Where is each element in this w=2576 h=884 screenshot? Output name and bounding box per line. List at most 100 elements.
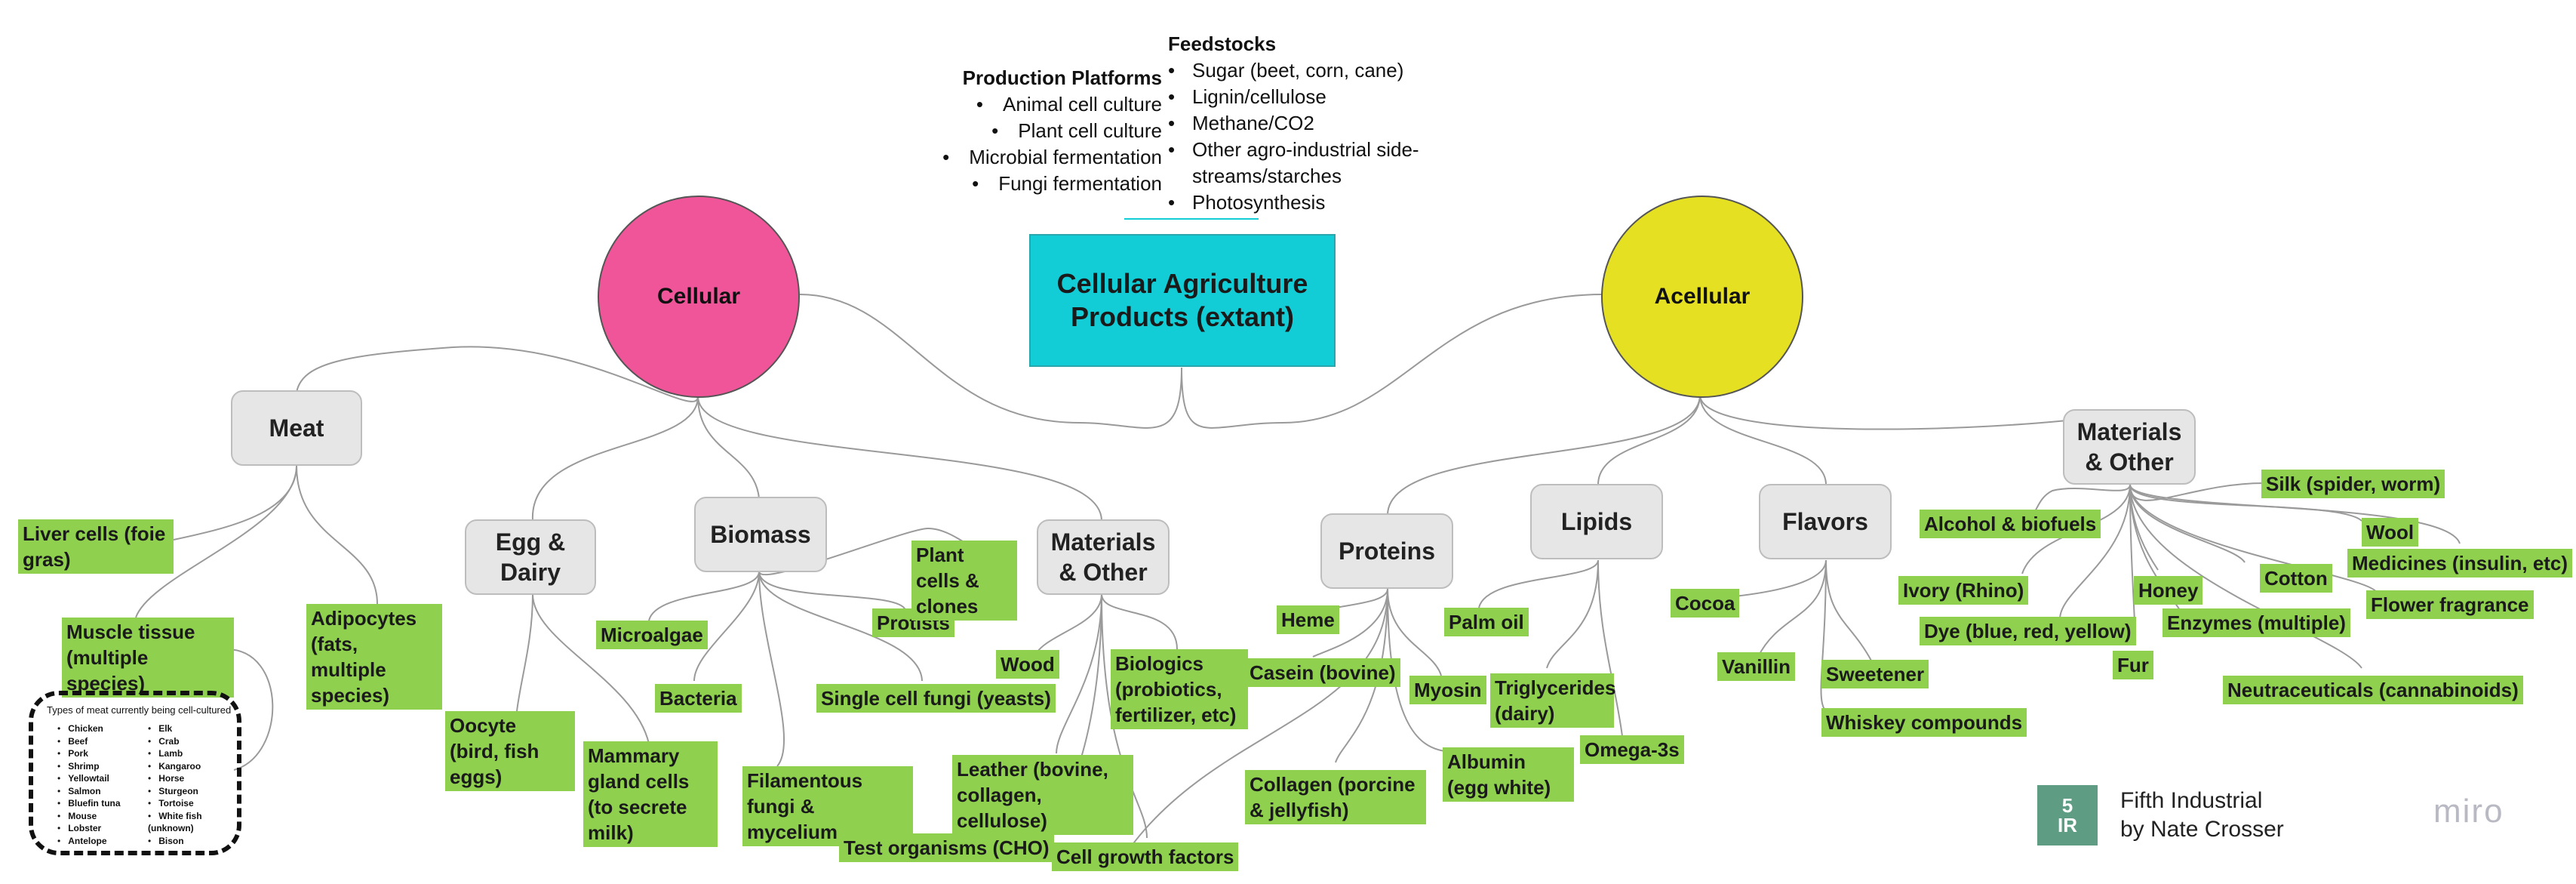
group-materials-acellular[interactable]: Materials & Other: [2063, 409, 2196, 485]
meat-type-item: Shrimp: [57, 760, 121, 773]
group-meat[interactable]: Meat: [231, 390, 362, 466]
feedstock-item: Lignin/cellulose: [1168, 84, 1455, 110]
leaf-node[interactable]: Ivory (Rhino): [1898, 576, 2029, 605]
leaf-node[interactable]: Vanillin: [1717, 652, 1796, 681]
leaf-node[interactable]: Omega-3s: [1580, 735, 1684, 764]
leaf-node[interactable]: Collagen (porcine & jellyfish): [1245, 770, 1426, 824]
group-flavors-label: Flavors: [1782, 508, 1868, 535]
leaf-node[interactable]: Wood: [996, 650, 1059, 679]
leaf-node[interactable]: Sweetener: [1821, 660, 1929, 688]
leaf-node[interactable]: Single cell fungi (yeasts): [816, 684, 1056, 713]
leaf-node[interactable]: Muscle tissue (multiple species): [62, 618, 234, 698]
meat-types-note: Types of meat currently being cell-cultu…: [29, 691, 241, 855]
fifth-industrial-logo: 5 IR: [2037, 785, 2098, 845]
meat-type-item: Crab: [148, 735, 223, 748]
feedstocks-heading: Feedstocks: [1168, 32, 1277, 55]
category-acellular[interactable]: Acellular: [1601, 196, 1803, 398]
leaf-node[interactable]: Flower fragrance: [2366, 590, 2534, 619]
meat-type-item: Kangaroo: [148, 760, 223, 773]
leaf-node[interactable]: Microalgae: [596, 621, 708, 649]
feedstock-item: Other agro-industrial side-streams/starc…: [1168, 137, 1455, 189]
leaf-node[interactable]: Mammary gland cells (to secrete milk): [583, 741, 718, 847]
meat-type-item: Mouse: [57, 810, 121, 823]
brand-text: Fifth Industrial by Nate Crosser: [2120, 787, 2284, 844]
group-egg-dairy-label: Egg & Dairy: [495, 528, 566, 586]
leaf-node[interactable]: Triglycerides (dairy): [1490, 673, 1615, 728]
leaf-node[interactable]: Cotton: [2260, 564, 2332, 593]
group-proteins[interactable]: Proteins: [1320, 513, 1453, 589]
meat-type-item: Bison: [148, 835, 223, 848]
leaf-node[interactable]: Adipocytes (fats, multiple species): [306, 604, 442, 710]
production-platform-item: Plant cell culture: [868, 118, 1162, 144]
leaf-node[interactable]: Oocyte (bird, fish eggs): [445, 711, 575, 791]
miro-watermark: miro: [2433, 793, 2504, 830]
group-proteins-label: Proteins: [1338, 537, 1436, 565]
logo-top-text: 5: [2061, 794, 2073, 817]
category-cellular-label: Cellular: [656, 284, 741, 309]
group-egg-dairy[interactable]: Egg & Dairy: [465, 519, 596, 595]
leaf-node[interactable]: Dye (blue, red, yellow): [1920, 617, 2136, 645]
leaf-node[interactable]: Enzymes (multiple): [2163, 608, 2350, 637]
meat-type-item: Beef: [57, 735, 121, 748]
root-title: Cellular Agriculture Products (extant): [1056, 268, 1308, 332]
meat-types-title: Types of meat currently being cell-cultu…: [47, 704, 232, 716]
leaf-node[interactable]: Plant cells & clones: [911, 541, 1017, 621]
category-cellular[interactable]: Cellular: [598, 196, 800, 398]
meat-type-item: White fish (unknown): [148, 810, 223, 835]
brand-line-1: Fifth Industrial: [2120, 788, 2263, 813]
logo-bottom-text: IR: [2058, 814, 2077, 836]
leaf-node[interactable]: Whiskey compounds: [1821, 708, 2027, 737]
group-materials-acellular-label: Materials & Other: [2076, 418, 2182, 476]
meat-types-column-1: Chicken Beef Pork Shrimp Yellowtail Salm…: [57, 722, 121, 848]
category-acellular-label: Acellular: [1654, 284, 1751, 309]
group-biomass-label: Biomass: [710, 521, 811, 548]
meat-type-item: Tortoise: [148, 797, 223, 810]
brand-badge: 5 IR Fifth Industrial by Nate Crosser: [2037, 785, 2284, 845]
leaf-node[interactable]: Palm oil: [1444, 608, 1529, 636]
leaf-node[interactable]: Test organisms (CHO): [839, 833, 1054, 862]
meat-types-column-2: Elk Crab Lamb Kangaroo Horse Sturgeon To…: [148, 722, 223, 847]
meat-type-item: Sturgeon: [148, 785, 223, 798]
leaf-node[interactable]: Fur: [2113, 651, 2153, 679]
leaf-node[interactable]: Liver cells (foie gras): [18, 519, 174, 574]
leaf-node[interactable]: Leather (bovine, collagen, cellulose): [952, 755, 1133, 835]
leaf-node[interactable]: Cell growth factors: [1052, 842, 1239, 871]
production-platforms-heading: Production Platforms: [962, 66, 1162, 89]
meat-type-item: Chicken: [57, 722, 121, 735]
leaf-node[interactable]: Neutraceuticals (cannabinoids): [2223, 676, 2523, 704]
group-lipids[interactable]: Lipids: [1530, 484, 1663, 559]
production-platform-item: Fungi fermentation: [868, 171, 1162, 197]
meat-type-item: Elk: [148, 722, 223, 735]
leaf-node[interactable]: Cocoa: [1671, 589, 1740, 618]
meat-type-item: Yellowtail: [57, 772, 121, 785]
leaf-node[interactable]: Alcohol & biofuels: [1920, 510, 2101, 538]
meat-type-item: Pork: [57, 747, 121, 760]
meat-type-item: Antelope: [57, 835, 121, 848]
meat-type-item: Bluefin tuna: [57, 797, 120, 810]
leaf-node[interactable]: Medicines (insulin, etc): [2347, 549, 2573, 578]
group-materials-cellular[interactable]: Materials & Other: [1037, 519, 1170, 595]
brand-line-2: by Nate Crosser: [2120, 817, 2284, 842]
leaf-node[interactable]: Albumin (egg white): [1443, 747, 1574, 802]
group-flavors[interactable]: Flavors: [1759, 484, 1892, 559]
leaf-node[interactable]: Wool: [2362, 518, 2419, 547]
leaf-node[interactable]: Silk (spider, worm): [2261, 470, 2445, 498]
feedstock-item: Sugar (beet, corn, cane): [1168, 57, 1455, 84]
leaf-node[interactable]: Bacteria: [655, 684, 742, 713]
feedstock-item: Methane/CO2: [1168, 110, 1455, 137]
group-biomass[interactable]: Biomass: [694, 497, 827, 572]
root-title-box[interactable]: Cellular Agriculture Products (extant): [1029, 234, 1336, 367]
leaf-node[interactable]: Biologics (probiotics, fertilizer, etc): [1111, 649, 1248, 729]
leaf-node[interactable]: Myosin: [1409, 676, 1486, 704]
leaf-node[interactable]: Filamentous fungi & mycelium: [742, 766, 913, 846]
feedstock-item: Photosynthesis: [1168, 189, 1455, 216]
leaf-node[interactable]: Honey: [2134, 576, 2203, 605]
production-platform-item: Microbial fermentation: [868, 144, 1162, 171]
leaf-node[interactable]: Heme: [1277, 605, 1339, 634]
production-platforms-note: Production Platforms Animal cell culture…: [868, 65, 1162, 197]
meat-type-item: Salmon: [57, 785, 121, 798]
group-materials-cellular-label: Materials & Other: [1050, 528, 1156, 586]
group-lipids-label: Lipids: [1560, 508, 1633, 535]
meat-type-item: Lamb: [148, 747, 223, 760]
leaf-node[interactable]: Casein (bovine): [1245, 658, 1400, 687]
